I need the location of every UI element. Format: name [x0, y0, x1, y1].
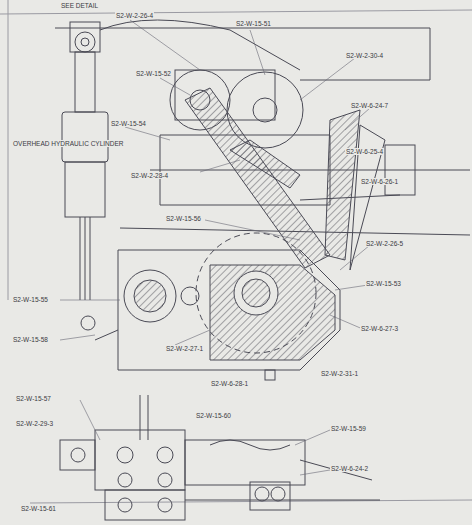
- callout-number: S2-W-6-24-2: [330, 465, 369, 472]
- callout-number: S2-W-15-55: [12, 296, 49, 303]
- callout-number: S2-W-15-52: [135, 70, 172, 77]
- callout-number: S2-W-2-27-1: [165, 345, 204, 352]
- callout-number: S2-W-6-26-1: [360, 178, 399, 185]
- callout-number: S2-W-15-51: [235, 20, 272, 27]
- callout-number: S2-W-2-29-3: [15, 420, 54, 427]
- callout-number: S2-W-15-58: [12, 336, 49, 343]
- callout-number: S2-W-2-31-1: [320, 370, 359, 377]
- callout-number: S2-W-15-56: [165, 215, 202, 222]
- callout-number: S2-W-15-61: [20, 505, 57, 512]
- callout-number: S2-W-6-24-7: [350, 102, 389, 109]
- callout-number: S2-W-15-54: [110, 120, 147, 127]
- callout-number: OVERHEAD HYDRAULIC CYLINDER: [12, 140, 125, 147]
- callout-number: S2-W-6-28-1: [210, 380, 249, 387]
- callout-number: S2-W-15-57: [15, 395, 52, 402]
- callout-number: SEE DETAIL: [60, 2, 99, 9]
- callout-number: S2-W-2-26-4: [115, 12, 154, 19]
- callout-number: S2-W-6-27-3: [360, 325, 399, 332]
- callout-number: S2-W-2-30-4: [345, 52, 384, 59]
- callout-number: S2-W-15-60: [195, 412, 232, 419]
- callout-number: S2-W-15-59: [330, 425, 367, 432]
- callout-number: S2-W-2-26-5: [365, 240, 404, 247]
- callout-number: S2-W-6-25-4: [345, 148, 384, 155]
- callout-number: S2-W-15-53: [365, 280, 402, 287]
- callout-number: S2-W-2-28-4: [130, 172, 169, 179]
